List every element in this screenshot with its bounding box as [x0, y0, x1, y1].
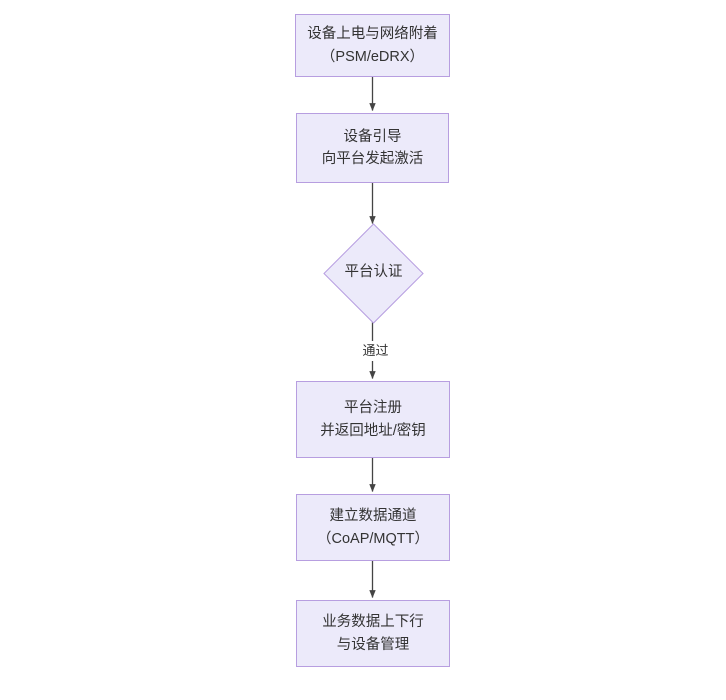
node-service-data-line-1: 业务数据上下行 [322, 614, 424, 631]
node-data-channel-line-1: 建立数据通道 [329, 508, 417, 525]
node-service-data-line-2: 与设备管理 [336, 636, 410, 653]
node-service-data[interactable]: 业务数据上下行 与设备管理 [296, 600, 450, 667]
node-bootstrap-line-2: 向平台发起激活 [321, 151, 424, 167]
node-platform-register-line-2: 并返回地址/密钥 [320, 422, 426, 439]
node-platform-auth-label: 平台认证 [344, 264, 403, 281]
node-platform-auth[interactable]: 平台认证 [323, 222, 424, 324]
node-power-on[interactable]: 设备上电与网络附着 （PSM/eDRX） [295, 14, 450, 77]
node-bootstrap-line-1: 设备引导 [343, 128, 402, 145]
node-bootstrap[interactable]: 设备引导 向平台发起激活 [296, 113, 449, 183]
node-power-on-line-2: （PSM/eDRX） [320, 48, 425, 65]
edge-label-pass-text: 通过 [362, 343, 389, 358]
node-data-channel[interactable]: 建立数据通道 （CoAP/MQTT） [296, 494, 450, 561]
node-data-channel-line-2: （CoAP/MQTT） [317, 530, 429, 547]
edge-label-pass: 通过 [352, 341, 399, 362]
node-power-on-line-1: 设备上电与网络附着 [307, 26, 438, 43]
node-platform-register-line-1: 平台注册 [344, 400, 402, 417]
node-platform-register[interactable]: 平台注册 并返回地址/密钥 [296, 381, 450, 458]
